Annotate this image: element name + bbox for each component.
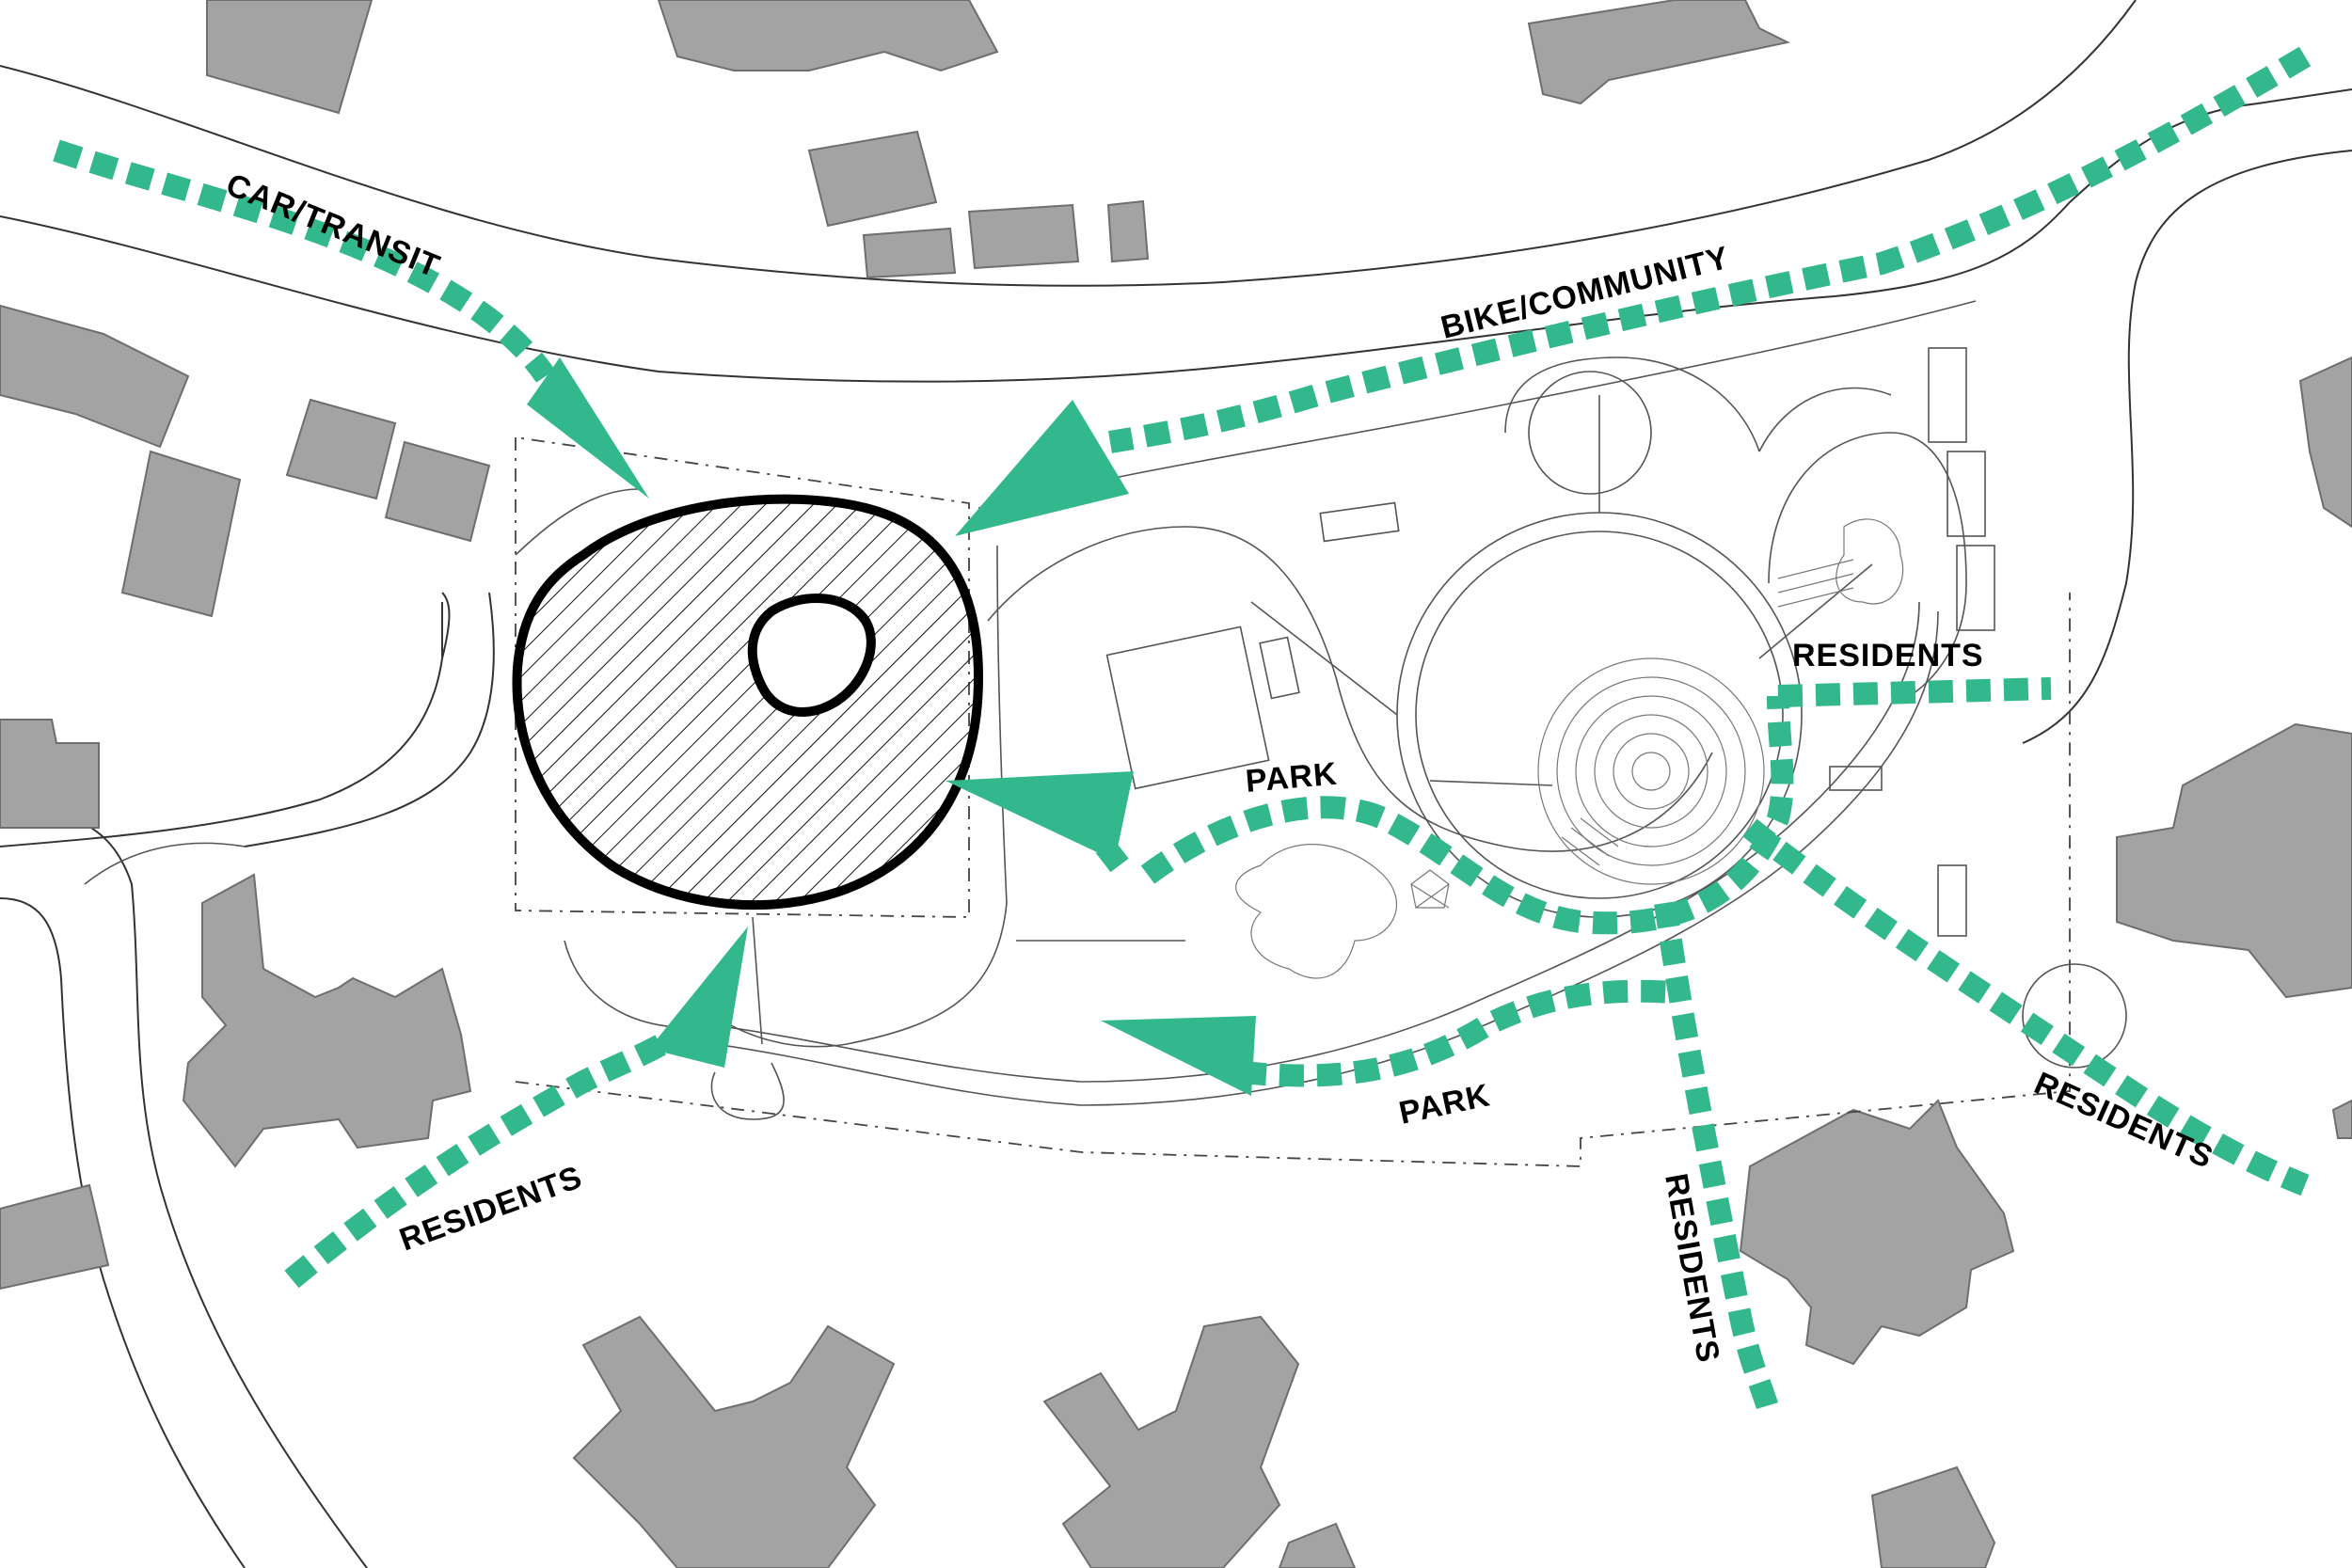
central-plaza-ring [1396, 512, 1803, 918]
flow-lines [53, 46, 2312, 1415]
label-park-upper: PARK [1244, 756, 1339, 800]
park-path-south-curve [714, 601, 1920, 1083]
southeast-roundabout [2022, 963, 2127, 1069]
building [807, 130, 938, 228]
triangle-arrowhead-icon [527, 357, 649, 499]
picnic-table [1829, 766, 1883, 791]
building [384, 440, 491, 543]
far-west-drive [84, 842, 246, 885]
amphitheater-ring-1 [1537, 657, 1765, 885]
west-loop-road-outer [0, 808, 368, 1568]
flow-park-upper [1140, 695, 1794, 935]
building [0, 304, 190, 449]
building [967, 203, 1080, 270]
blob-inner-ring [747, 594, 876, 717]
triangle-arrowhead-icon [955, 400, 1129, 536]
triangle-arrowhead-icon [1101, 1016, 1256, 1096]
label-car-transit: CAR/TRANSIT [221, 166, 445, 285]
park-path-south-curve-2 [714, 610, 1939, 1106]
amphitheater-ring-5 [1613, 733, 1690, 810]
flow-residents-right [1742, 818, 2310, 1196]
sport-court [1105, 626, 1270, 790]
main-road-north-edge [0, 0, 2137, 287]
amphitheater-ring-4 [1594, 714, 1708, 829]
east-road-edge [2022, 150, 2352, 744]
building [862, 227, 957, 279]
west-drive-cross [752, 916, 1185, 1045]
building [0, 1183, 110, 1291]
building [2298, 356, 2352, 529]
flow-arrowheads [527, 357, 1256, 1096]
east-planter-2 [1947, 451, 1986, 537]
label-residents-top: RESIDENTS [1792, 638, 1984, 673]
park-west-edge [714, 545, 1008, 1048]
north-circle-feature [1528, 371, 1652, 495]
pavilion [1319, 501, 1400, 543]
central-plaza-ring-inner [1415, 531, 1784, 899]
building [1527, 0, 1791, 105]
amphitheater-ring-6 [1631, 752, 1671, 791]
amphitheater-ring-2 [1556, 676, 1746, 866]
triangle-arrowhead-icon [946, 771, 1134, 861]
east-planter-1 [1928, 347, 1967, 443]
bench-rack [1259, 636, 1300, 700]
building [2116, 722, 2352, 999]
west-spur-road-2 [244, 592, 495, 847]
hatched-blob-icon [512, 494, 984, 911]
flow-bike-community [1108, 46, 2312, 453]
north-arc-paths [1504, 356, 1892, 452]
radial-path-west [1250, 601, 1398, 716]
flow-residents-left [284, 1024, 684, 1289]
building [657, 0, 999, 72]
park-north-edge [977, 300, 1977, 509]
park-south-boundary [515, 593, 2071, 1167]
building [572, 1315, 896, 1568]
building [1278, 1522, 1357, 1568]
site-boundary [515, 436, 970, 918]
park-linework [515, 300, 2127, 1167]
building [1106, 199, 1150, 263]
building [1042, 1315, 1300, 1568]
radial-path-east [1758, 563, 1873, 659]
triangle-arrowhead-icon [649, 927, 748, 1068]
stair-steps [1561, 559, 1854, 866]
pond-outline [1836, 518, 1904, 605]
picnic-table-2 [1937, 864, 1967, 937]
building [120, 450, 242, 618]
building [1739, 1099, 2015, 1366]
flow-residents-bottom [1654, 901, 1780, 1415]
flow-park-lower [1240, 979, 1676, 1087]
building [206, 0, 373, 115]
east-loop-path [1768, 432, 1967, 697]
park-path-outer-loop [987, 526, 1713, 852]
west-spur-road [0, 592, 451, 847]
site-marker [512, 494, 984, 911]
amphitheater-ring-3 [1575, 695, 1727, 847]
play-area-outline [1235, 844, 1398, 979]
label-park-lower: PARK [1396, 1077, 1494, 1132]
building [2331, 1099, 2352, 1139]
building [285, 398, 397, 500]
building [182, 873, 472, 1168]
main-road-south-edge [0, 88, 2352, 383]
building [0, 719, 100, 829]
flow-car-transit [53, 139, 555, 383]
radial-path-southwest [1429, 780, 1553, 786]
gazebo-icon [1410, 869, 1450, 909]
flow-residents-top [1777, 677, 2052, 707]
east-planter-3 [1956, 545, 1995, 631]
building [1870, 1465, 1996, 1568]
